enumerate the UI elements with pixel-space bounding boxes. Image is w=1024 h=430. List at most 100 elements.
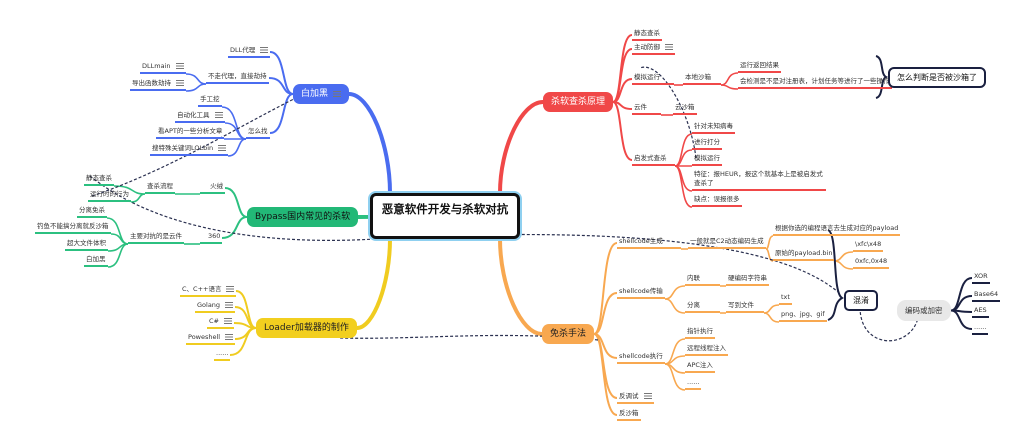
- node-csharp[interactable]: C#: [207, 317, 234, 329]
- node-enc-more[interactable]: ......: [972, 323, 989, 335]
- node-more[interactable]: ......: [214, 349, 231, 361]
- node-anti-debug[interactable]: 反调试: [617, 392, 654, 404]
- node-dll-proxy[interactable]: DLL代理: [228, 46, 271, 58]
- node-cloud[interactable]: 云件: [632, 103, 661, 115]
- branch-line: [107, 243, 129, 252]
- node-apt-articles[interactable]: 看APT的一些分析文章: [156, 127, 225, 139]
- node-remote-thread[interactable]: 远程线程注入: [685, 344, 728, 356]
- node-active-defense[interactable]: 主动防御: [632, 43, 675, 55]
- node-emulate[interactable]: 模拟运行: [632, 73, 674, 85]
- topic-av-principle[interactable]: 杀软查杀原理: [543, 92, 614, 112]
- node-anti-sandbox[interactable]: 反沙箱: [617, 409, 641, 421]
- node-run-result[interactable]: 运行返回结果: [738, 61, 781, 73]
- node-label: C、C++语言: [182, 285, 222, 293]
- node-cloud-main[interactable]: 主要对抗的是云件: [128, 232, 184, 244]
- branch-line: [233, 322, 257, 329]
- node-lolbin[interactable]: 搜特殊关键词LOLbin: [150, 144, 229, 156]
- node-encode-encrypt[interactable]: 编码或加密: [897, 300, 951, 321]
- node-shellcode-gen[interactable]: shellcode生成: [617, 237, 681, 249]
- node-write-file[interactable]: 写到文件: [726, 301, 764, 313]
- branch-line: [720, 72, 739, 86]
- node-hex-escaped[interactable]: \xfc\x48: [853, 240, 884, 252]
- topic-bypass[interactable]: Bypass国内常见的杀软: [247, 207, 359, 227]
- node-label: 搜特殊关键词LOLbin: [152, 144, 214, 152]
- node-drawback[interactable]: 缺点：误报很多: [692, 195, 742, 207]
- node-exec-more[interactable]: ......: [685, 378, 702, 390]
- node-runtime-behavior[interactable]: 运行时的行为: [88, 190, 131, 202]
- branch-line: [593, 242, 618, 335]
- node-static-scan[interactable]: 静态查杀: [84, 174, 114, 186]
- node-split[interactable]: 分离: [685, 301, 720, 313]
- topic-evasion-techniques[interactable]: 免杀手法: [542, 324, 595, 344]
- note-icon: [643, 393, 652, 399]
- node-powershell[interactable]: Poweshell: [186, 333, 236, 345]
- node-obfuscation[interactable]: 混淆: [844, 290, 878, 311]
- node-cloud-sandbox[interactable]: 云沙箱: [673, 103, 697, 115]
- topic-label: 白加黑: [301, 89, 329, 99]
- node-label: Golang: [197, 301, 221, 309]
- node-phishing[interactable]: 钓鱼不能搞分离就反沙箱: [35, 222, 111, 234]
- node-scoring[interactable]: 进行打分: [692, 138, 722, 150]
- node-pointer-exec[interactable]: 指针执行: [685, 327, 715, 339]
- node-how-find[interactable]: 怎么找: [246, 127, 270, 139]
- node-images[interactable]: png、jpg、gif: [779, 310, 827, 322]
- node-c-cpp[interactable]: C、C++语言: [180, 285, 237, 297]
- node-xor[interactable]: XOR: [972, 272, 990, 284]
- node-heuristic[interactable]: 启发式查杀: [632, 154, 675, 166]
- node-hex-array[interactable]: 0xfc,0x48: [853, 257, 890, 269]
- node-txt[interactable]: txt: [779, 293, 792, 305]
- node-shellcode-transfer[interactable]: shellcode传输: [617, 287, 665, 299]
- node-apc-inject[interactable]: APC注入: [685, 361, 715, 373]
- node-aes[interactable]: AES: [972, 306, 989, 318]
- main-branch-line: [356, 238, 392, 330]
- branch-line: [107, 243, 129, 268]
- node-heur-feature[interactable]: 特征：报HEUR，报这个就基本上是被启发式查杀了: [692, 170, 826, 191]
- node-emulate-run[interactable]: 模拟运行: [692, 154, 722, 166]
- node-scan-process[interactable]: 查杀流程: [145, 182, 175, 194]
- note-icon: [665, 44, 673, 50]
- node-local-sandbox[interactable]: 本地沙箱: [683, 73, 721, 85]
- node-auto-tool[interactable]: 自动化工具: [175, 111, 225, 123]
- branch-line: [234, 327, 257, 340]
- central-topic[interactable]: 恶意软件开发与杀软对抗: [370, 193, 520, 239]
- branch-line: [268, 77, 294, 95]
- node-inline[interactable]: 内联: [685, 274, 720, 286]
- main-branch-line: [498, 100, 544, 194]
- branch-line: [612, 48, 633, 103]
- branch-line: [130, 193, 146, 203]
- node-golang[interactable]: Golang: [195, 301, 236, 313]
- node-dllmain[interactable]: DLLmain: [140, 62, 186, 74]
- topic-loader[interactable]: Loader加载器的制作: [256, 318, 357, 338]
- node-raw-payload[interactable]: 原始的payload.bin: [773, 249, 835, 261]
- node-big-file[interactable]: 超大文件体积: [65, 239, 108, 251]
- node-c2-gen[interactable]: 一般就是C2动态编码生成: [688, 237, 766, 249]
- node-export-hijack[interactable]: 导出函数劫持: [130, 79, 186, 91]
- node-separate[interactable]: 分离免杀: [77, 206, 107, 218]
- node-manual[interactable]: 手工挖: [198, 95, 222, 107]
- node-label: 导出函数劫持: [132, 79, 171, 87]
- node-static-scan[interactable]: 静态查杀: [632, 29, 662, 41]
- node-unknown-virus[interactable]: 针对未知病毒: [692, 122, 735, 134]
- branch-line: [227, 138, 247, 157]
- node-hardcoded-string[interactable]: 硬编码字符串: [726, 274, 769, 286]
- node-gen-by-language[interactable]: 根据你选的编程语言去生成对应的payload: [773, 224, 901, 236]
- branch-line: [950, 295, 973, 312]
- branch-line: [612, 101, 633, 161]
- branch-line: [224, 187, 248, 218]
- node-shellcode-exec[interactable]: shellcode执行: [617, 352, 665, 364]
- node-base64[interactable]: Base64: [972, 290, 1001, 302]
- branch-line: [664, 338, 686, 365]
- node-white-black[interactable]: 白加黑: [84, 255, 108, 267]
- branch-line: [221, 216, 248, 239]
- callout-sandbox-detection[interactable]: 怎么判断是否被沙箱了: [888, 67, 986, 88]
- note-icon: [333, 90, 342, 97]
- node-360[interactable]: 360: [200, 232, 223, 244]
- node-direct-hijack[interactable]: 不走代理，直接劫持: [206, 72, 269, 84]
- topic-white-black[interactable]: 白加黑: [293, 84, 350, 104]
- node-label: C#: [209, 317, 219, 325]
- node-huorong[interactable]: 火绒: [200, 182, 225, 194]
- branch-line: [269, 51, 294, 95]
- note-icon: [214, 112, 223, 118]
- branch-line: [612, 34, 633, 103]
- node-detect-operations[interactable]: 会检测是不是对注册表，计划任务等进行了一些操作: [738, 77, 892, 89]
